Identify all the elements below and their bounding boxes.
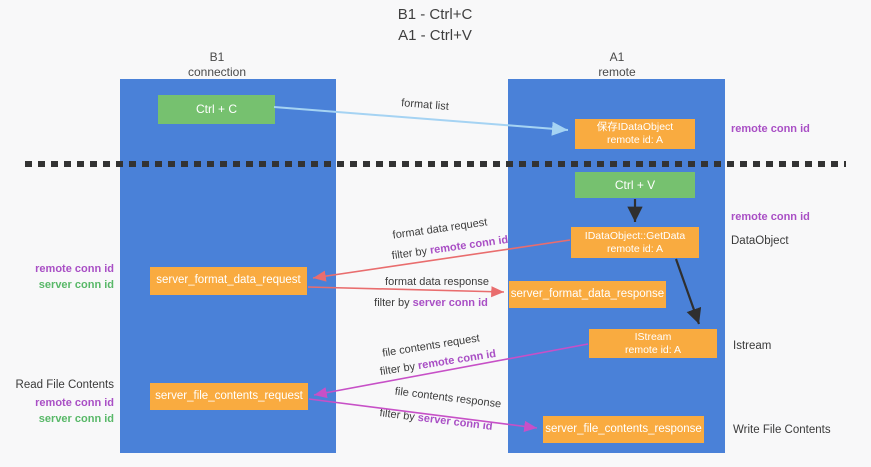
diagram-title-line2: A1 - Ctrl+V	[398, 27, 472, 44]
annotation-remote-conn-id-top: remote conn id	[731, 123, 810, 135]
annotation-remote-conn-id-left-2: remote conn id	[35, 397, 114, 409]
node-save-idataobject-line2: remote id: A	[606, 134, 664, 146]
node-save-idataobject: 保存IDataObject remote id: A	[575, 119, 695, 149]
annotation-server-conn-id-left-1: server conn id	[38, 279, 114, 291]
node-istream-line1: IStream	[634, 330, 672, 343]
node-ctrl-c: Ctrl + C	[158, 95, 275, 124]
node-istream-line2: remote id: A	[624, 343, 682, 356]
lane-a1-subtitle: remote	[598, 65, 636, 79]
node-server-file-contents-response: server_file_contents_response	[543, 416, 704, 443]
lane-a1-name: A1	[609, 50, 625, 64]
filter-key-server: server conn id	[412, 297, 488, 309]
filter-prefix: filter by	[391, 244, 431, 263]
annotation-istream: Istream	[733, 340, 772, 352]
annotation-dataobject: DataObject	[731, 235, 789, 247]
filter-key-server: server conn id	[417, 411, 494, 433]
node-save-idataobject-line1: 保存IDataObject	[596, 121, 674, 134]
label-format-list: format list	[400, 97, 450, 113]
annotation-server-conn-id-left-2: server conn id	[38, 413, 114, 425]
node-idataobject-getdata: IDataObject::GetData remote id: A	[571, 227, 699, 258]
filter-key-remote: remote conn id	[429, 233, 509, 257]
node-getdata-line1: IDataObject::GetData	[584, 229, 686, 242]
dashed-divider	[25, 161, 846, 167]
label-format-data-response: format data response	[385, 276, 489, 288]
annotation-remote-conn-id-mid: remote conn id	[731, 211, 810, 223]
node-server-file-contents-request: server_file_contents_request	[150, 383, 308, 410]
lane-b1-subtitle: connection	[187, 65, 247, 79]
lane-header-b1: B1 connection	[157, 50, 277, 80]
node-server-format-data-response: server_format_data_response	[509, 281, 666, 308]
node-server-format-data-request: server_format_data_request	[150, 267, 307, 295]
node-istream: IStream remote id: A	[589, 329, 717, 358]
filter-prefix: filter by	[379, 360, 420, 379]
annotation-write-file-contents: Write File Contents	[733, 424, 831, 436]
label-file-contents-response: file contents response	[394, 385, 502, 411]
node-getdata-line2: remote id: A	[606, 242, 664, 255]
filter-prefix: filter by	[374, 297, 413, 309]
lane-b1-name: B1	[209, 50, 225, 64]
node-ctrl-v: Ctrl + V	[575, 172, 695, 198]
diagram-title-line1: B1 - Ctrl+C	[397, 6, 473, 23]
annotation-remote-conn-id-left-1: remote conn id	[35, 263, 114, 275]
filter-prefix: filter by	[378, 407, 419, 424]
label-filter-server-1: filter by server conn id	[351, 297, 511, 309]
lane-header-a1: A1 remote	[557, 50, 677, 80]
annotation-read-file-contents: Read File Contents	[15, 379, 114, 391]
